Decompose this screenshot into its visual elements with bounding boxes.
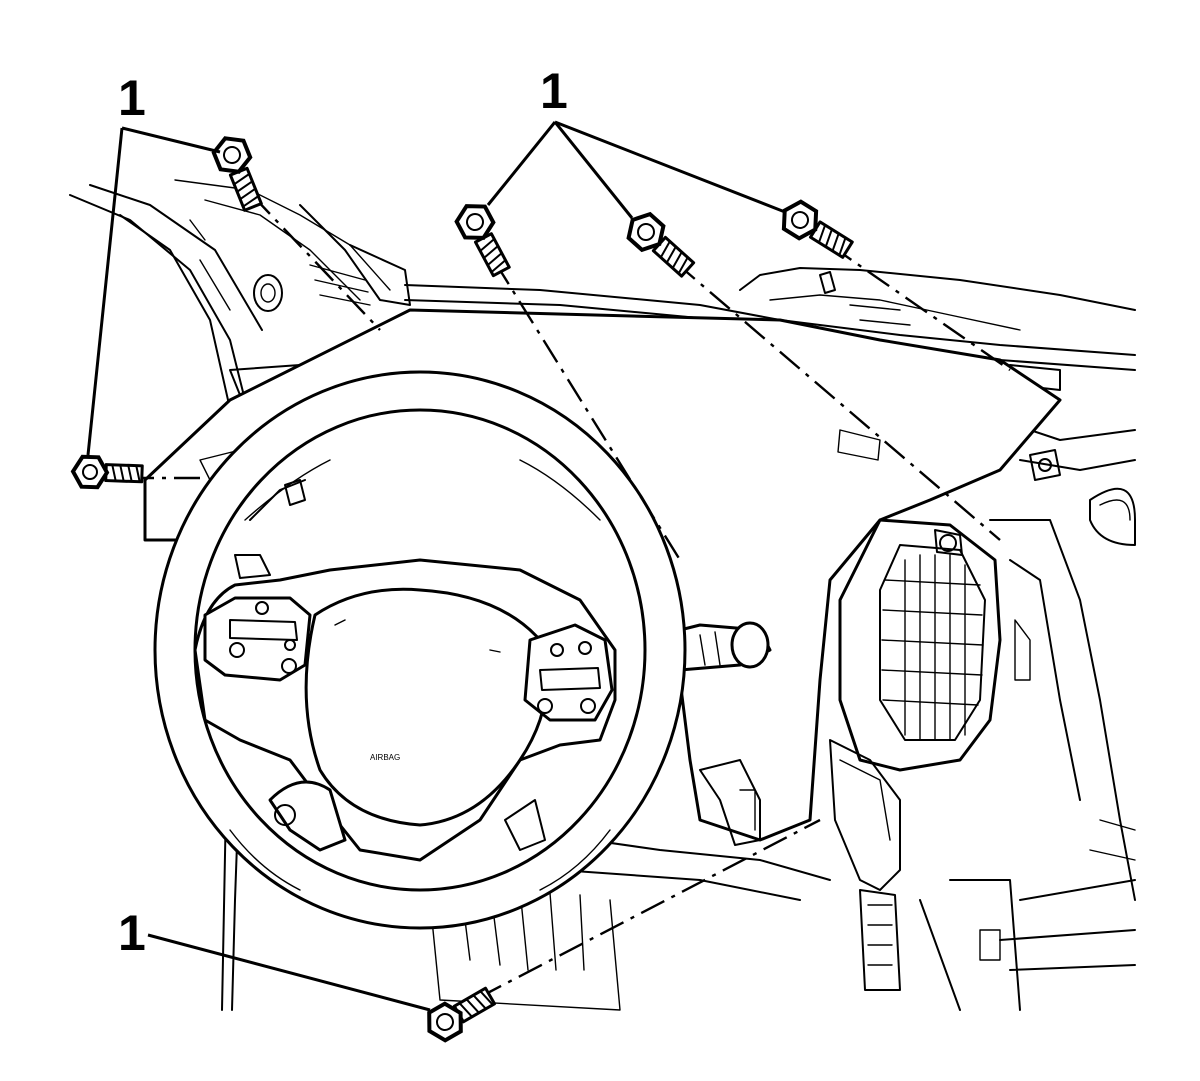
bolt-top-right — [781, 199, 854, 259]
bolt-top-center-left — [454, 204, 511, 278]
steering-wheel: AIRBAG — [153, 370, 687, 930]
callout-label-top-left: 1 — [118, 70, 146, 126]
bolt-top-center-right — [626, 211, 696, 278]
svg-text:AIRBAG: AIRBAG — [370, 753, 400, 762]
bolt-bottom — [427, 986, 497, 1043]
bolt-left — [70, 454, 144, 490]
leader-lines — [86, 120, 786, 1012]
center-vent-assembly — [829, 518, 1002, 991]
bolt-top-left — [211, 136, 263, 212]
fastener-centerlines — [128, 194, 1011, 1000]
callout-label-top-center: 1 — [540, 63, 568, 119]
right-structure — [989, 419, 1136, 971]
callout-label-bottom-left: 1 — [118, 905, 146, 961]
